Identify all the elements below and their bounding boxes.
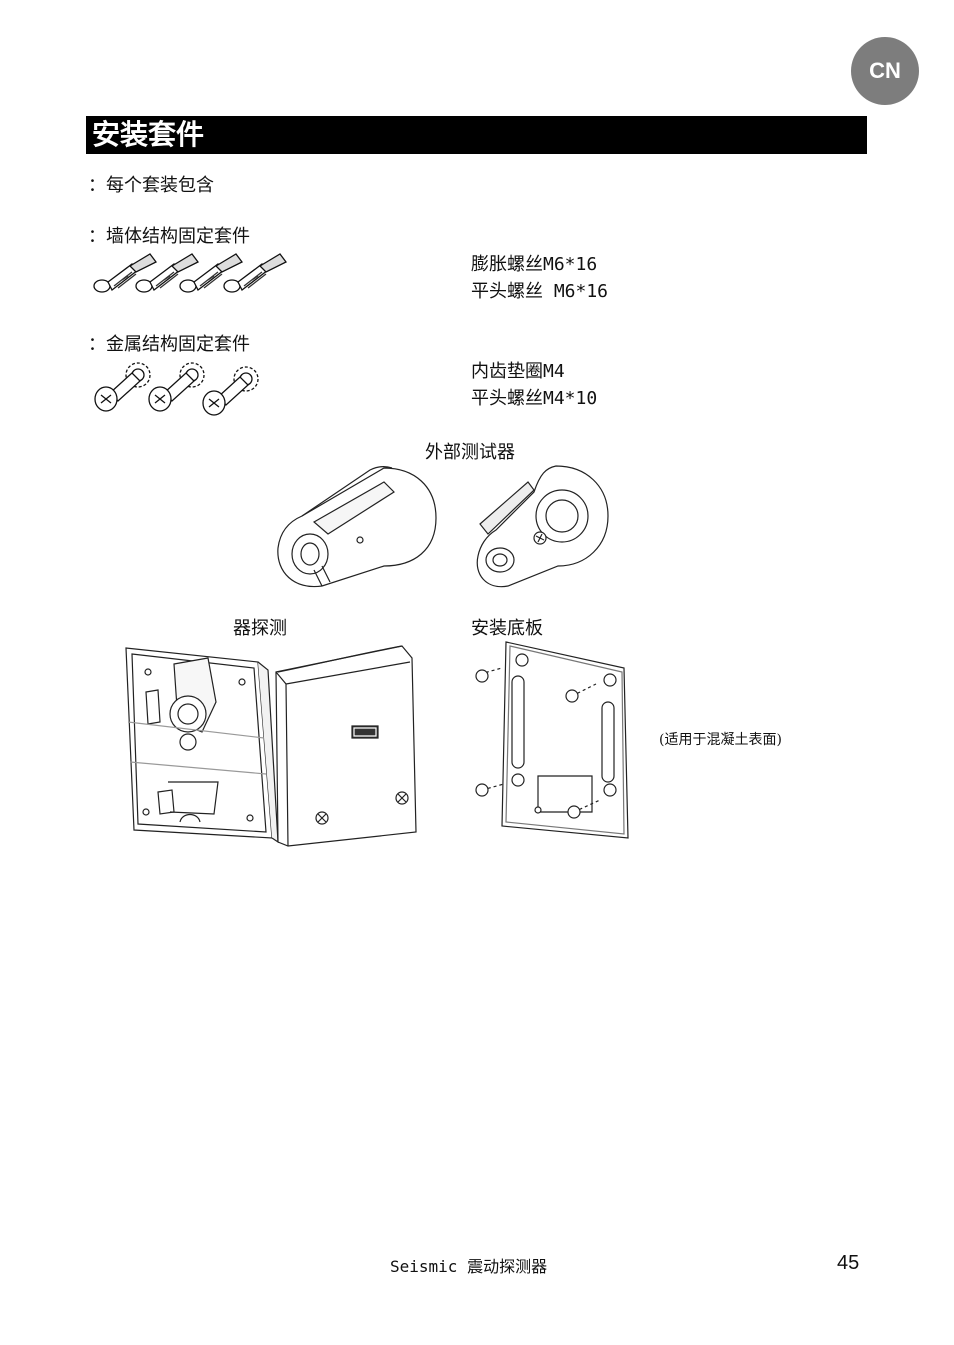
metal-kit-item-2: 平头螺丝M4*10 [471,388,598,409]
page-title: 安装套件 [92,118,205,151]
tester-image-right [474,462,614,590]
mounting-plate-label: 安装底板 [471,618,543,639]
footer-title: Seismic 震动探测器 [390,1257,548,1276]
metal-screws-image [92,357,262,417]
wall-kit-heading: ：墙体结构固定套件 [88,226,250,247]
page-number: 45 [837,1252,860,1274]
wall-screws-image [92,250,302,300]
detector-label: 器探测 [233,618,287,639]
mounting-plate-image [472,640,634,840]
detector-image [118,642,440,848]
tester-image-left [274,462,440,590]
metal-kit-item-1: 内齿垫圈M4 [471,361,565,382]
wall-kit-item-1: 膨胀螺丝M6*16 [471,254,598,275]
mounting-plate-note: (适用于混凝土表面) [659,732,782,748]
title-bar [86,116,867,154]
intro-text: ：每个套装包含 [88,175,214,196]
language-badge: CN [851,37,919,105]
wall-kit-item-2: 平头螺丝 M6*16 [471,281,609,302]
tester-label: 外部测试器 [425,442,515,463]
metal-kit-heading: ：金属结构固定套件 [88,334,250,355]
